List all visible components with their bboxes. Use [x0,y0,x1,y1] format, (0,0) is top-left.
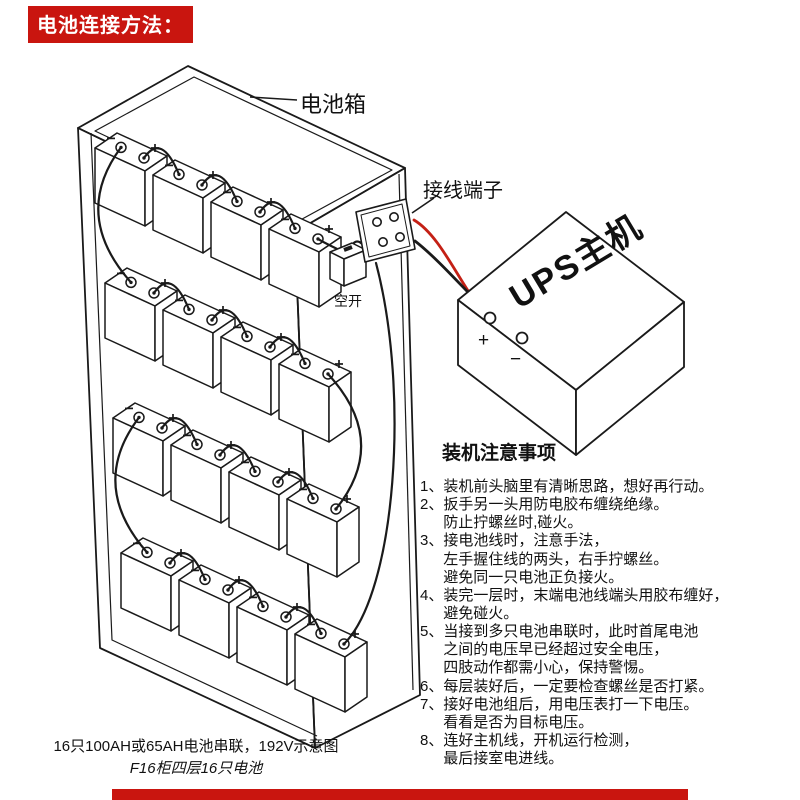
battery-wire [152,282,191,311]
note-item: 6、每层装好后，一定要检查螺丝是否打紧。 [420,677,714,695]
battery-wire [226,579,265,608]
ups-plus-terminal [483,311,497,325]
cabinet-right-face [294,167,421,749]
breaker-label: 空开 [334,293,362,309]
battery-wire [168,552,207,581]
battery [278,348,352,443]
terminal-block-post [377,237,388,248]
cabinet-frame-inner-left [90,132,318,737]
battery-wire [342,261,396,646]
cabinet-frame-inner-right [398,173,414,691]
diagram-caption: 16只100AH或65AH电池串联，192V示意图 [53,738,339,755]
note-item: 5、当接到多只电池串联时，此时首尾电池 之间的电压早已经超过安全电压， 四肢动作… [420,623,699,677]
battery-wire [210,309,249,338]
battery-wire [268,336,307,365]
cabinet-caption: F16柜四层16只电池 [129,760,263,777]
terminal-block-label: 接线端子 [423,180,503,202]
terminal-block-post [388,212,399,223]
note-item: 8、连好主机线，开机运行检测， 最后接室电进线。 [420,731,639,768]
note-item: 1、装机前头脑里有清晰思路，想好再行动。 [420,478,714,495]
ups-unit [457,211,685,456]
ups-plus-sign: + [478,330,489,351]
battery [286,483,360,578]
battery-wire [276,471,315,500]
title-banner: 电池连接方法： [28,6,193,43]
battery-wire [326,372,363,511]
note-item: 2、扳手另一头用防电胶布缠绕绝缘。 防止拧螺丝时,碰火。 [420,496,669,532]
ups-minus-sign: − [510,349,521,370]
ups-right-face [575,301,685,456]
notes-title: 装机注意事项 [442,443,557,464]
battery-wire [114,416,149,554]
terminal-block-post [371,217,382,228]
battery-box-leader-line [249,96,298,101]
breaker-switch [343,245,353,252]
battery [294,618,368,713]
breaker-right-face [343,249,367,287]
note-item: 4、装完一层时，末端电池线端头用胶布缠好， 避免碰火。 [420,586,729,622]
battery-wire [200,174,239,203]
note-item: 7、接好电池组后，用电压表打一下电压。 看看是否为目标电压。 [420,695,699,731]
terminal-block-post [394,232,405,243]
battery-wire [284,606,323,635]
battery-wire [160,417,199,446]
bottom-banner-strip [112,789,688,800]
battery-wire [142,147,181,176]
battery-wire [97,146,133,284]
battery-wire [258,201,297,230]
terminal-block-leader-line [411,197,435,214]
ups-minus-terminal [515,331,529,345]
note-item: 3、接电池线时，注意手法， 左手握住线的两头，右手拧螺丝。 避免同一只电池正负接… [420,532,669,586]
breaker [329,242,367,287]
terminal-block [355,198,416,263]
installation-notes: 装机注意事项 1、装机前头脑里有清晰思路，想好再行动。 2、扳手另一头用防电胶布… [420,438,768,768]
battery-box-label: 电池箱 [300,92,367,117]
battery-wire [218,444,257,473]
